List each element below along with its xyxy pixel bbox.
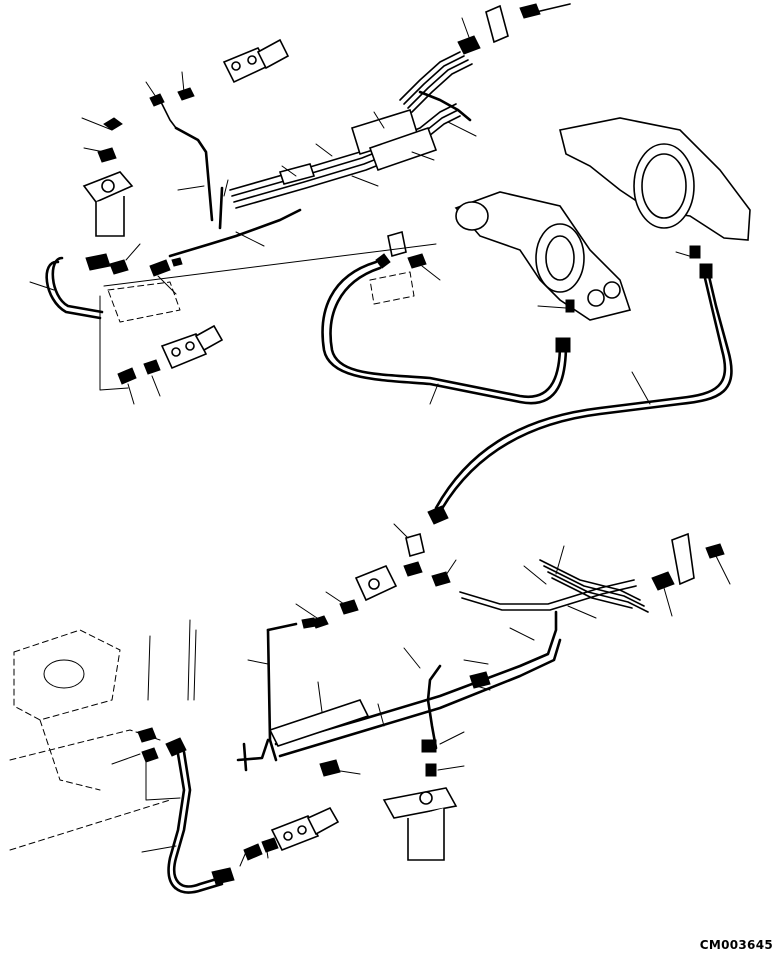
upper-assembly bbox=[29, 3, 751, 525]
bottom-flange-icon bbox=[243, 806, 340, 861]
drawing-code-label: CM003645 bbox=[699, 938, 773, 952]
top-connector-block-icon bbox=[457, 3, 571, 55]
elbow-fitting-icon bbox=[149, 87, 195, 129]
lower-assembly bbox=[9, 523, 731, 894]
frame-plate-icon bbox=[9, 619, 197, 851]
leader-lines-bottom bbox=[111, 523, 731, 867]
lower-flange-bracket-icon bbox=[382, 787, 458, 861]
lower-left-flange-icon bbox=[117, 324, 224, 385]
lower-center-connector-icon bbox=[311, 532, 451, 629]
pivot-housing-icon bbox=[454, 191, 632, 321]
lower-right-connector-block-icon bbox=[651, 532, 725, 591]
axle-housing-icon bbox=[559, 117, 751, 259]
left-top-connector-icon bbox=[82, 117, 134, 237]
leader-lines-top bbox=[29, 17, 697, 405]
upper-flange-bracket-icon bbox=[222, 38, 290, 84]
